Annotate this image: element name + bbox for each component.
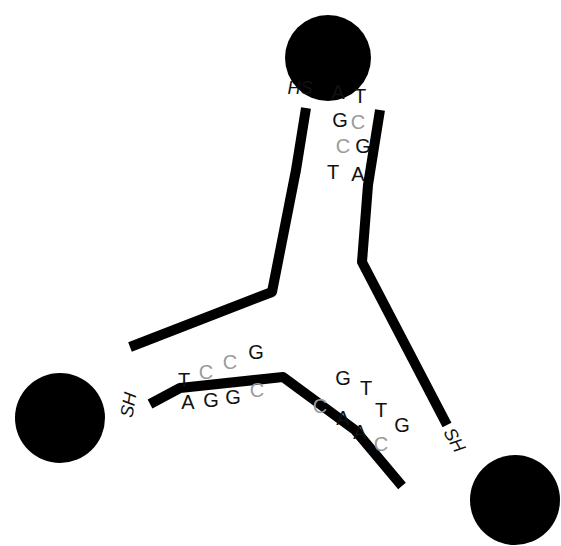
base-letter: G — [225, 387, 241, 407]
base-letter: G — [248, 342, 264, 362]
base-letter: A — [331, 82, 344, 102]
thiol-label: SH — [118, 391, 140, 419]
base-letter: G — [332, 110, 348, 130]
base-letter: A — [336, 408, 349, 428]
base-letter: T — [327, 162, 339, 182]
gold-nanoparticle — [15, 373, 105, 463]
base-letter: G — [355, 136, 371, 156]
base-letter: C — [374, 434, 388, 454]
base-letter: G — [203, 390, 219, 410]
dna-strand — [362, 110, 447, 425]
base-letter: C — [199, 362, 213, 382]
base-letter: A — [353, 422, 366, 442]
base-letter: C — [336, 136, 350, 156]
dna-strand — [130, 108, 306, 347]
base-letter: C — [313, 396, 327, 416]
base-letter: T — [360, 378, 372, 398]
base-letter: A — [181, 392, 194, 412]
base-letter: G — [335, 368, 351, 388]
base-letter: C — [351, 112, 365, 132]
thiol-label: HS — [287, 79, 312, 97]
base-letter: G — [394, 415, 410, 435]
base-letter: T — [354, 86, 366, 106]
gold-nanoparticle — [470, 455, 560, 545]
base-letter: T — [375, 400, 387, 420]
base-letter: C — [223, 352, 237, 372]
dna-strand — [150, 377, 402, 486]
base-letter: A — [351, 164, 364, 184]
thiol-label: SH — [441, 425, 469, 456]
base-letter: C — [250, 380, 264, 400]
base-letter: T — [178, 370, 190, 390]
